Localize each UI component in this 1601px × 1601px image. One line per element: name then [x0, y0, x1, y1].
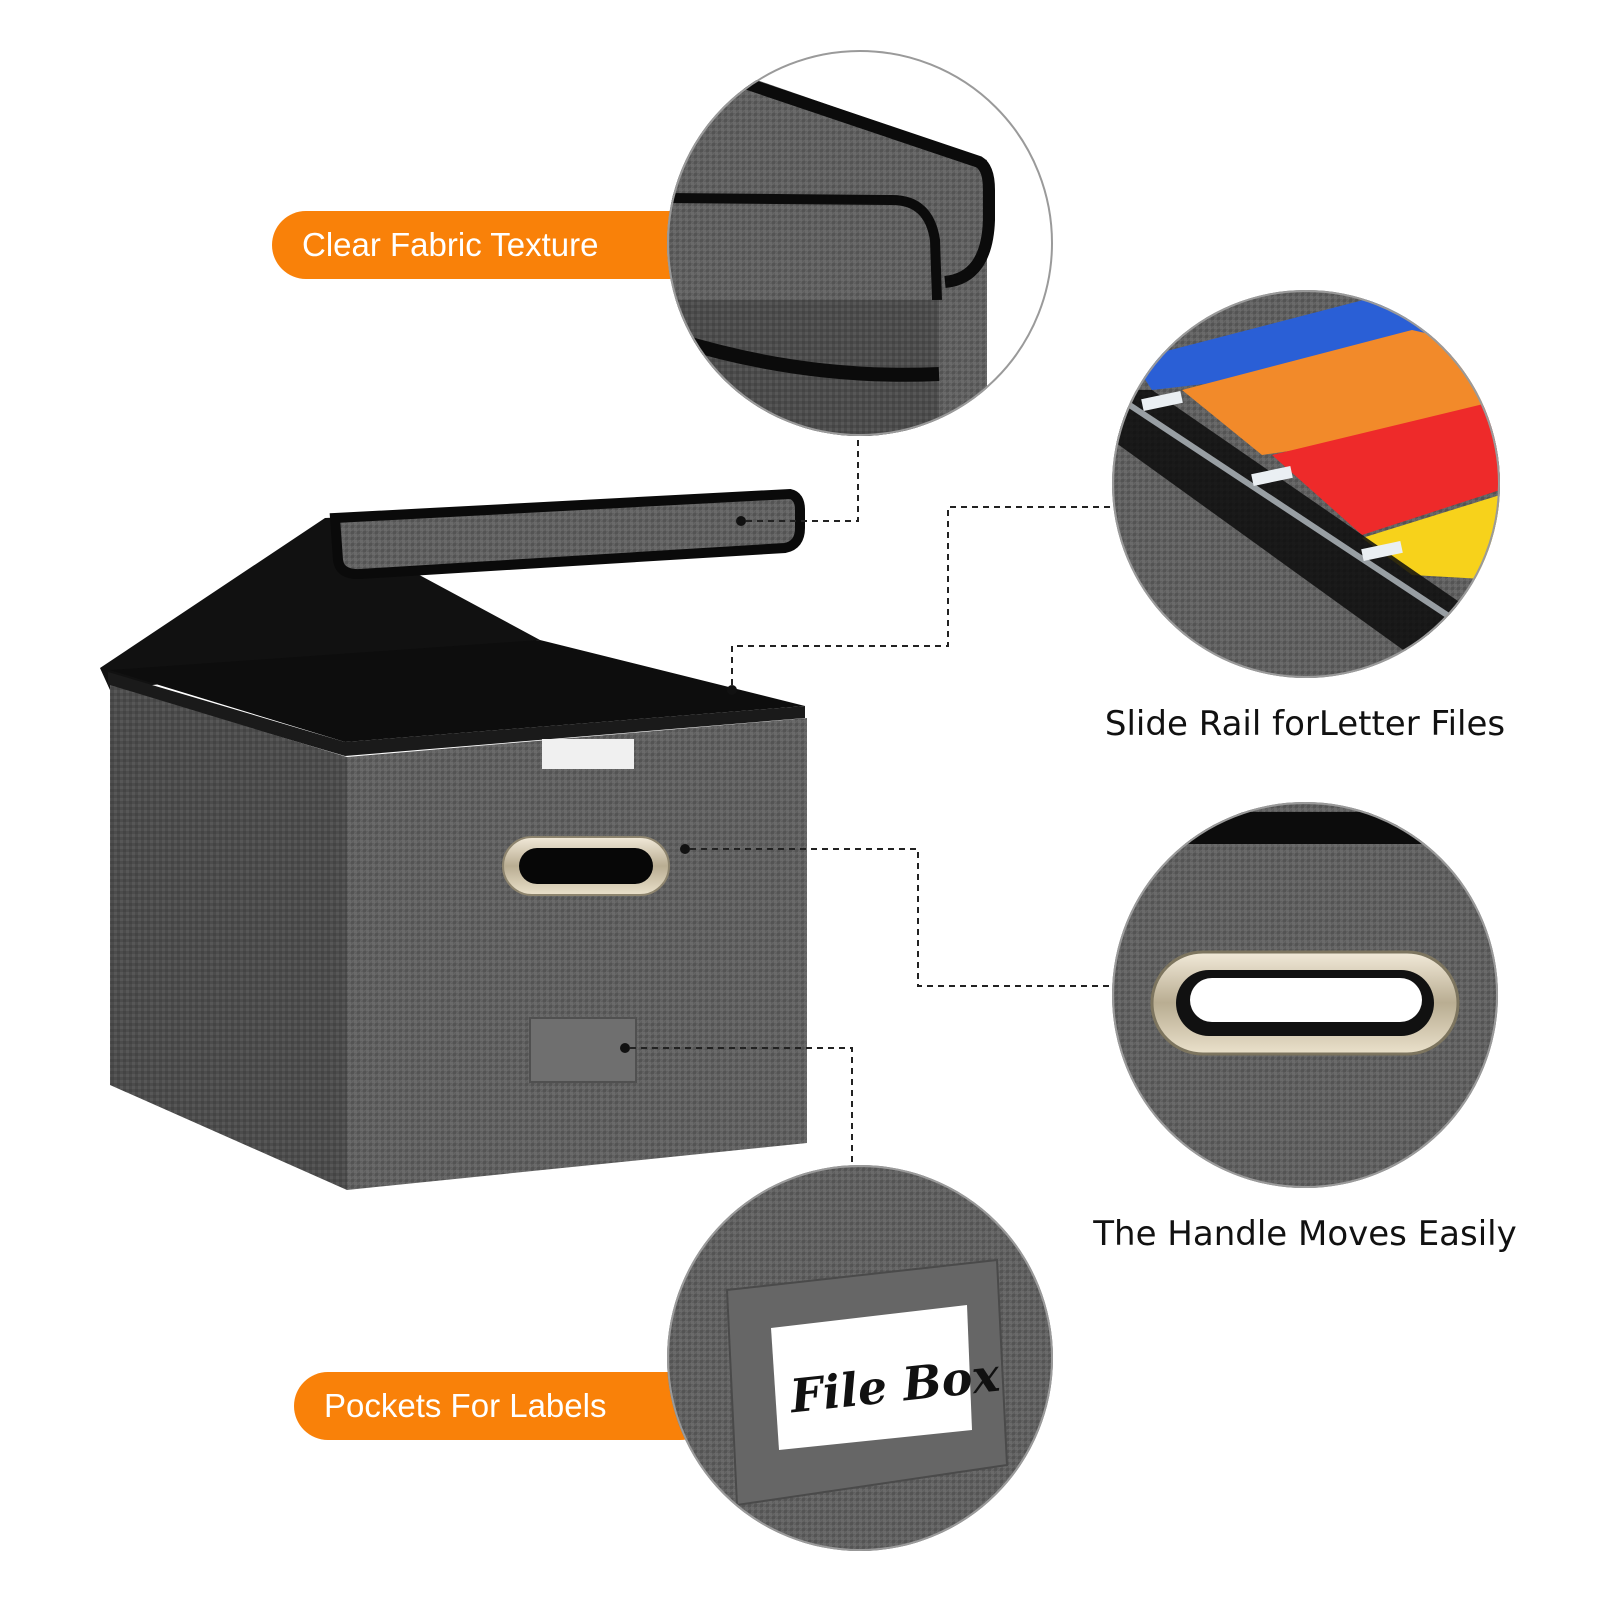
box-left-side: [110, 685, 347, 1190]
fabric-detail-circle: [667, 50, 1053, 436]
callout-dot-handle: [680, 844, 690, 854]
connector-pocket: [630, 1047, 853, 1165]
fabric-texture-pill: Clear Fabric Texture: [272, 211, 712, 279]
handle-caption: The Handle Moves Easily: [1093, 1214, 1517, 1254]
pockets-label: Pockets For Labels: [324, 1387, 607, 1424]
box-interior: [110, 640, 805, 742]
connector-handle: [690, 848, 1112, 987]
pocket-detail-circle: [667, 1165, 1053, 1551]
callout-dot-rail: [727, 685, 737, 695]
box-rim: [108, 672, 805, 756]
rail-detail-circle: [1112, 290, 1500, 678]
callout-dot-lid: [736, 516, 746, 526]
callout-dot-pocket: [620, 1043, 630, 1053]
rail-caption: Slide Rail forLetter Files: [1104, 704, 1506, 744]
folder-red: [1272, 400, 1500, 535]
box-front: [347, 718, 807, 1190]
folder-blue: [1132, 290, 1500, 390]
handle-detail-circle: [1112, 802, 1498, 1188]
pockets-pill: Pockets For Labels: [294, 1372, 714, 1440]
box-lid: [329, 488, 805, 580]
connector-rail: [731, 506, 1112, 685]
box-lid-inner: [100, 498, 800, 690]
connector-fabric: [746, 440, 859, 522]
box-label-pocket: [529, 1017, 637, 1083]
callout-connectors: [630, 440, 1112, 1165]
fabric-texture-label: Clear Fabric Texture: [302, 226, 599, 263]
box-top-tag: [542, 739, 634, 769]
box-handle: [502, 836, 670, 896]
file-box: [100, 488, 807, 1190]
